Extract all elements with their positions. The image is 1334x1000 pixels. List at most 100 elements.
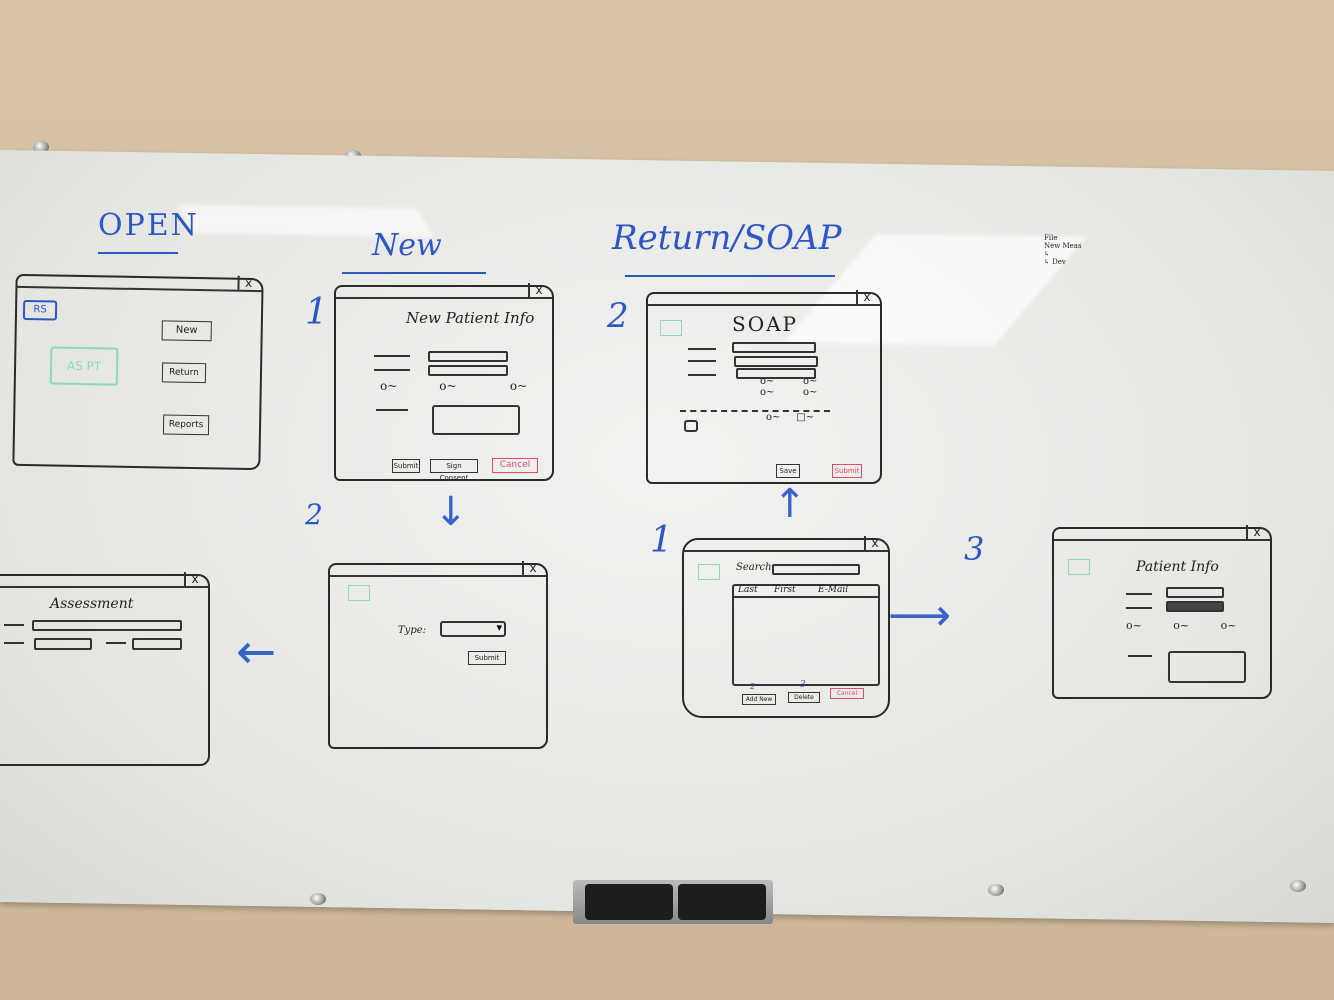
title-bar [0, 586, 208, 588]
app-logo-placeholder [1068, 559, 1090, 575]
close-icon: x [522, 561, 542, 575]
label-squiggle [1126, 593, 1152, 595]
corner-note-line: ↳ [1044, 250, 1050, 258]
label-squiggle [4, 624, 24, 626]
right-arrow: ⟶ [888, 590, 952, 641]
checkbox-options: o~ □~ [766, 412, 815, 423]
step-number: 3 [964, 530, 985, 568]
type-window-sketch: x Type: ▾ Submit [328, 561, 548, 749]
button-step-mark: 3 [800, 680, 806, 690]
text-field-filled [1166, 601, 1224, 612]
text-field [32, 620, 182, 631]
label-squiggle [1128, 655, 1152, 657]
text-field [1166, 587, 1224, 598]
close-icon: x [864, 536, 884, 550]
up-arrow: ↑ [773, 481, 807, 527]
window-title: SOAP [732, 312, 798, 336]
label-squiggle [688, 374, 716, 376]
corner-note-line: New Meas [1044, 242, 1082, 250]
text-area [432, 405, 520, 435]
heading-new: New [372, 228, 442, 263]
open-window-sketch: x RS AS PT New Return Reports [12, 273, 264, 471]
text-area [1168, 651, 1246, 683]
title-bar [684, 550, 888, 552]
app-logo-placeholder [660, 320, 682, 336]
underline [342, 272, 486, 274]
delete-button: Delete [788, 692, 820, 703]
label-squiggle [374, 369, 410, 371]
new-patient-window-sketch: x New Patient Info o~ o~ o~ Submit Sign … [334, 283, 554, 482]
text-field [732, 342, 816, 353]
title-bar [336, 297, 552, 299]
column-header-first: First [774, 585, 796, 595]
submit-button: Submit [468, 651, 506, 665]
label-squiggle [1126, 607, 1152, 609]
patient-info-window-sketch: x Patient Info o~ o~ o~ [1052, 525, 1272, 699]
corner-note: File New Meas ↳ ↳ Dev [1044, 234, 1082, 266]
app-logo-placeholder [348, 585, 370, 601]
close-icon: x [528, 283, 548, 297]
title-bar [648, 304, 880, 306]
close-icon: x [856, 290, 876, 304]
dropdown-arrow-icon: ▾ [496, 621, 502, 634]
underline [625, 275, 835, 277]
step-number: 1 [305, 292, 328, 333]
add-new-button: Add New [742, 694, 776, 705]
title-bar [330, 575, 546, 577]
close-icon: x [1246, 525, 1266, 539]
search-window-sketch: x Search: Last First E-Mail 2 3 Add New … [682, 536, 890, 718]
results-table: Last First E-Mail [732, 584, 880, 686]
column-header-email: E-Mail [818, 585, 849, 595]
step-number: 2 [607, 296, 629, 336]
close-icon: x [237, 275, 258, 291]
left-arrow: ← [236, 624, 277, 680]
text-field [428, 365, 508, 376]
eraser [678, 884, 766, 920]
type-label: Type: [398, 625, 427, 636]
title-bar [1054, 539, 1270, 541]
cancel-button: Cancel [830, 688, 864, 699]
text-field [132, 638, 182, 650]
label-squiggle [4, 642, 24, 644]
table-header-rule [734, 596, 878, 598]
text-field [428, 351, 508, 362]
wall-magnet [1290, 880, 1306, 892]
type-dropdown: ▾ [440, 621, 506, 637]
window-title: New Patient Info [406, 309, 535, 327]
label-squiggle [376, 409, 408, 411]
assessment-window-sketch: x Assessment [0, 572, 210, 766]
window-title: Patient Info [1136, 559, 1219, 575]
checkbox [684, 420, 698, 432]
text-field [736, 368, 816, 379]
wall-magnet [988, 884, 1004, 896]
label-squiggle [374, 355, 410, 357]
text-field [34, 638, 92, 650]
step-number: 2 [305, 498, 323, 531]
heading-open: OPEN [98, 208, 199, 243]
search-field [772, 564, 860, 575]
column-header-last: Last [738, 585, 758, 595]
return-button: Return [161, 362, 207, 384]
title-bar [17, 285, 262, 293]
save-button: Save [776, 464, 800, 478]
text-field [734, 356, 818, 367]
sign-consent-button: Sign Consent [430, 459, 478, 482]
corner-logo: RS [22, 299, 58, 321]
close-icon: x [184, 572, 204, 586]
down-arrow: ↓ [434, 489, 468, 535]
wall-magnet [310, 893, 326, 905]
search-label: Search: [736, 562, 775, 573]
app-logo-placeholder [698, 564, 720, 580]
submit-button: Submit [392, 459, 420, 473]
step-number: 1 [650, 520, 673, 561]
heading-return-soap: Return/SOAP [612, 218, 842, 258]
eraser [585, 884, 673, 920]
window-title: Assessment [50, 596, 134, 612]
label-squiggle [106, 642, 126, 644]
soap-window-sketch: x SOAP o~ o~o~ o~ o~ □~ Save Submit [646, 290, 882, 484]
reports-button: Reports [162, 414, 210, 436]
radio-options: o~ o~ o~ [1126, 619, 1237, 632]
cancel-button: Cancel [492, 458, 538, 473]
center-logo: AS PT [49, 346, 119, 386]
corner-note-line: ↳ Dev [1044, 258, 1066, 266]
